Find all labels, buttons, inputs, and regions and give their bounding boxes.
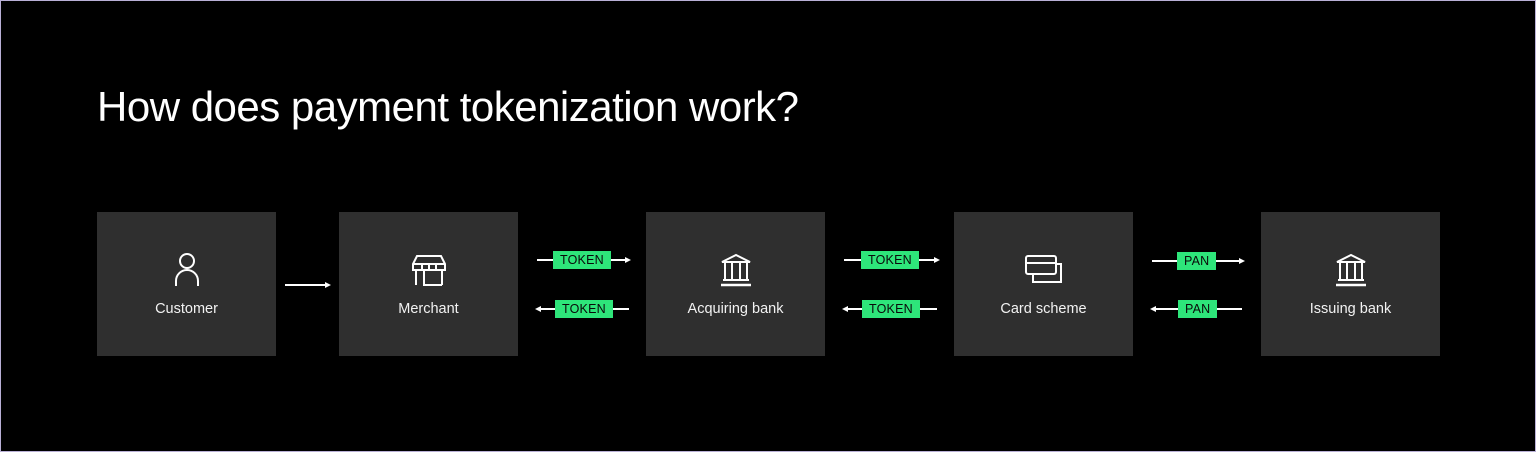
diagram-title: How does payment tokenization work? [97,83,799,130]
edge-customer-merchant [285,275,331,295]
node-label: Issuing bank [1309,301,1392,317]
edge-scheme-issuing-forward: PAN [1152,251,1246,271]
arrow-right-icon [624,257,631,263]
arrow-line [844,259,861,261]
edge-issuing-scheme-back: PAN [1150,299,1243,319]
node-card-scheme: Card scheme [954,212,1133,356]
arrow-right-icon [933,257,940,263]
edge-acquiring-scheme-forward: TOKEN [844,250,940,270]
edge-scheme-acquiring-back: TOKEN [842,299,937,319]
node-label: Merchant [398,301,459,317]
bank-icon [720,253,751,287]
pan-tag: PAN [1177,252,1217,270]
credit-cards-icon [1024,255,1062,283]
node-acquiring-bank: Acquiring bank [646,212,825,356]
arrow-line [919,308,937,310]
node-customer: Customer [97,212,276,356]
person-icon [174,253,199,286]
edge-merchant-acquiring-forward: TOKEN [537,250,631,270]
pan-tag: PAN [1178,300,1218,318]
arrow-line [285,284,325,286]
arrow-line [1152,260,1177,262]
arrow-line [1156,308,1178,310]
arrow-left-icon [1150,306,1156,312]
token-tag: TOKEN [555,300,613,318]
arrow-line [541,308,555,310]
node-label: Customer [155,301,218,317]
arrow-line [1216,260,1240,262]
arrow-line [1217,308,1243,310]
arrow-line [848,308,862,310]
token-tag: TOKEN [861,251,919,269]
storefront-icon [411,255,446,286]
arrow-line [918,259,934,261]
arrow-right-icon [325,282,331,288]
node-issuing-bank: Issuing bank [1261,212,1440,356]
arrow-right-icon [1239,258,1246,264]
arrow-line [610,259,625,261]
node-merchant: Merchant [339,212,518,356]
node-label: Acquiring bank [687,301,784,317]
arrow-line [612,308,629,310]
bank-icon [1335,253,1366,287]
arrow-line [537,259,553,261]
arrow-left-icon [842,306,848,312]
node-label: Card scheme [1000,301,1087,317]
token-tag: TOKEN [553,251,611,269]
edge-acquiring-merchant-back: TOKEN [535,299,629,319]
token-tag: TOKEN [862,300,920,318]
arrow-left-icon [535,306,541,312]
